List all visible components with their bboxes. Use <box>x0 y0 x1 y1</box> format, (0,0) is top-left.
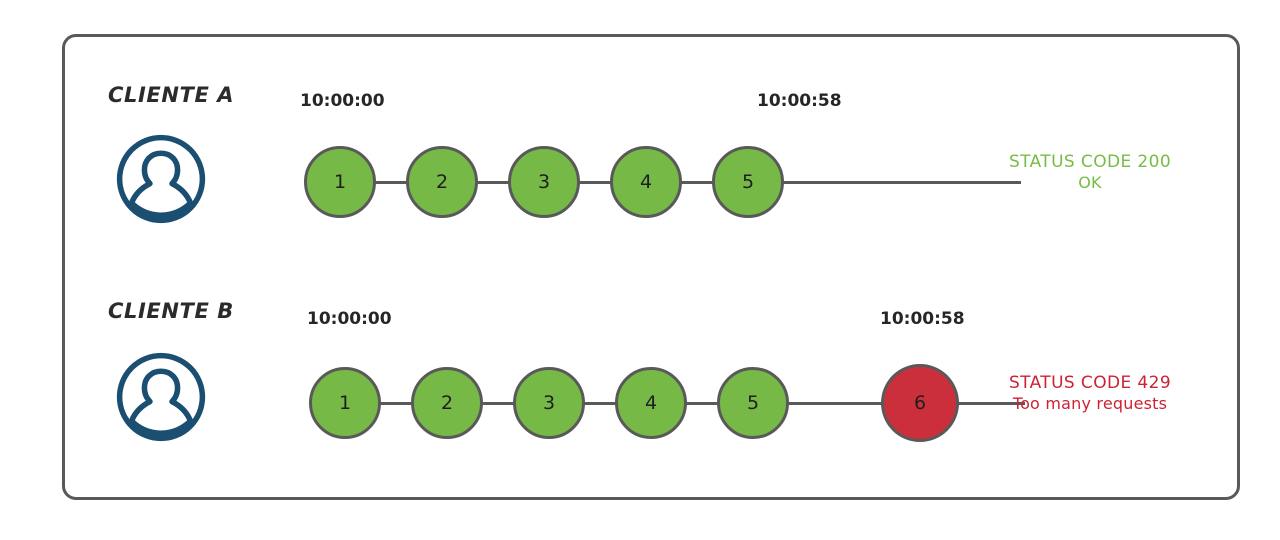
request-node[interactable]: 1 <box>304 146 376 218</box>
request-node[interactable]: 5 <box>717 367 789 439</box>
client-a-start-time: 10:00:00 <box>300 91 385 111</box>
user-avatar-icon <box>115 133 207 225</box>
client-b-start-time: 10:00:00 <box>307 309 392 329</box>
request-node[interactable]: 2 <box>411 367 483 439</box>
status-message-text: OK <box>1078 173 1102 193</box>
connector-6-response <box>955 402 1025 405</box>
client-a-end-time: 10:00:58 <box>757 91 842 111</box>
user-avatar-icon <box>115 351 207 443</box>
request-node[interactable]: 3 <box>508 146 580 218</box>
request-node[interactable]: 4 <box>610 146 682 218</box>
connector-5-response <box>773 181 1021 184</box>
client-b-status-badge: STATUS CODE 429 Too many requests <box>965 373 1215 414</box>
status-code-text: STATUS CODE 200 <box>1008 152 1172 172</box>
client-b-end-time: 10:00:58 <box>880 309 965 329</box>
request-node-blocked[interactable]: 6 <box>881 364 959 442</box>
request-node[interactable]: 3 <box>513 367 585 439</box>
client-row-a: CLIENTE A 10:00:00 10:00:58 1 2 3 4 5 ST… <box>65 37 1237 497</box>
client-row-b: CLIENTE B 10:00:00 10:00:58 1 2 3 4 5 6 … <box>65 37 1237 497</box>
status-message-text: Too many requests <box>1012 394 1168 414</box>
request-node[interactable]: 1 <box>309 367 381 439</box>
request-node[interactable]: 2 <box>406 146 478 218</box>
diagram-frame: CLIENTE A 10:00:00 10:00:58 1 2 3 4 5 ST… <box>62 34 1240 500</box>
client-a-status-badge: STATUS CODE 200 OK <box>965 152 1215 193</box>
request-node[interactable]: 4 <box>615 367 687 439</box>
request-node[interactable]: 5 <box>712 146 784 218</box>
client-a-label: CLIENTE A <box>108 83 235 107</box>
connector-5-6 <box>778 402 890 405</box>
client-b-label: CLIENTE B <box>108 299 234 323</box>
status-code-text: STATUS CODE 429 <box>1008 373 1172 393</box>
